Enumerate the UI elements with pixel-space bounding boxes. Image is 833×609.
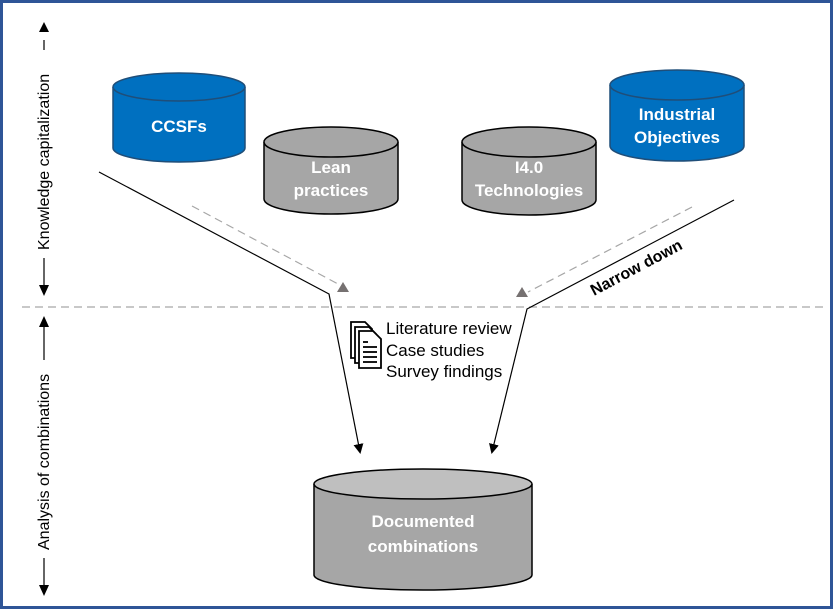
cylinder-label-line2: Technologies: [475, 181, 583, 200]
triangle-icon: [516, 287, 528, 297]
cylinder-lean-practices: Lean practices: [263, 126, 399, 215]
axis-label-analysis: Analysis of combinations: [36, 374, 53, 550]
source-item: Survey findings: [386, 362, 502, 381]
axis-analysis-of-combinations: Analysis of combinations: [36, 316, 53, 596]
axis-label-knowledge: Knowledge capitalization: [36, 74, 53, 250]
cylinder-label-line1: Lean: [311, 158, 351, 177]
funnel-right-line: [489, 199, 735, 454]
triangle-icon: [337, 282, 349, 292]
cylinder-label-line2: Objectives: [634, 128, 720, 147]
cylinder-industrial-objectives: Industrial Objectives: [609, 69, 745, 162]
documents-icon: [350, 321, 382, 369]
axis-knowledge-capitalization: Knowledge capitalization: [36, 22, 53, 296]
cylinder-i40-technologies: I4.0 Technologies: [461, 126, 597, 216]
cylinder-label-line1: Industrial: [639, 105, 716, 124]
cylinder-label-line2: combinations: [368, 537, 479, 556]
arrow-down-icon: [39, 585, 49, 596]
arrow-up-icon: [39, 22, 49, 32]
dashed-arrow-right: [516, 206, 693, 297]
arrow-up-icon: [39, 316, 49, 327]
dashed-arrow-left: [191, 205, 349, 292]
narrow-down-label: Narrow down: [588, 237, 685, 300]
cylinder-label-line1: I4.0: [515, 158, 543, 177]
cylinder-documented-combinations: Documented combinations: [313, 468, 533, 591]
source-item: Case studies: [386, 341, 484, 360]
cylinder-label-line1: Documented: [372, 512, 475, 531]
arrow-down-icon: [39, 285, 49, 296]
funnel-left-line: [98, 171, 364, 454]
cylinder-ccsfs: CCSFs: [112, 72, 246, 163]
cylinder-label-line2: practices: [294, 181, 369, 200]
source-item: Literature review: [386, 319, 512, 338]
cylinder-label: CCSFs: [151, 117, 207, 136]
